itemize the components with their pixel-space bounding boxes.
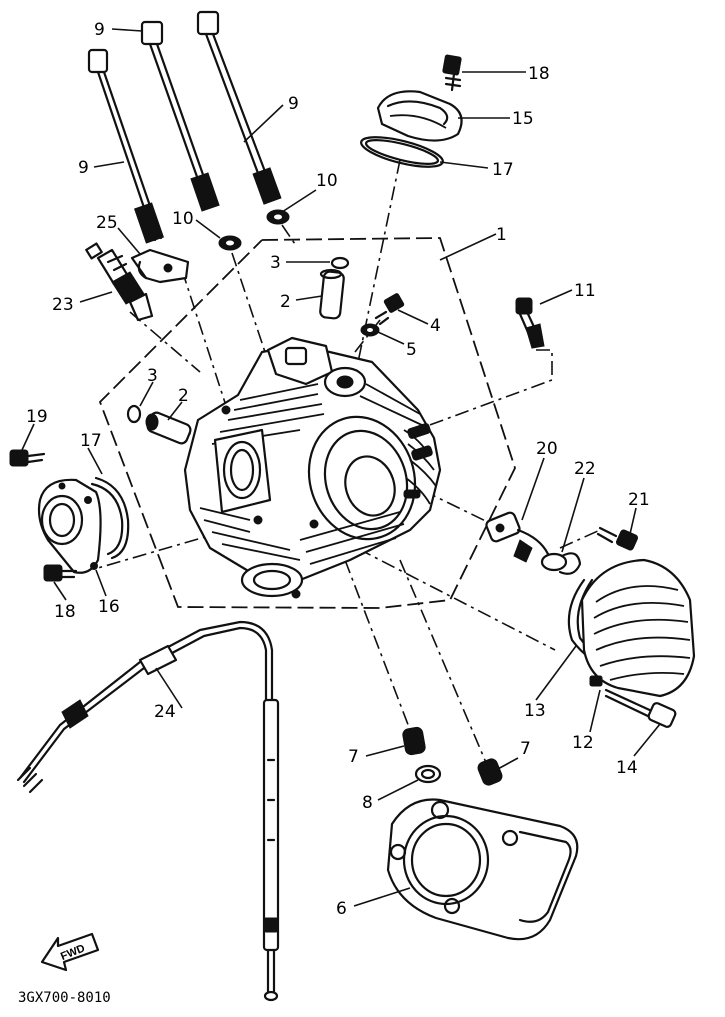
bolt-18-top bbox=[442, 54, 462, 92]
callout-18-top: 18 bbox=[528, 64, 550, 84]
callout-12: 12 bbox=[572, 733, 594, 753]
callout-4: 4 bbox=[430, 316, 441, 336]
callout-19: 19 bbox=[26, 407, 48, 427]
callout-13: 13 bbox=[524, 701, 546, 721]
callout-5: 5 bbox=[406, 340, 417, 360]
callout-2-left: 2 bbox=[178, 386, 189, 406]
fwd-arrow: FWD bbox=[40, 932, 100, 972]
callout-14: 14 bbox=[616, 758, 638, 778]
valve-guide-upper bbox=[319, 268, 345, 320]
callout-7-right: 7 bbox=[520, 739, 531, 759]
bolt-11 bbox=[515, 297, 545, 349]
clip-left bbox=[126, 404, 142, 424]
bolt-19 bbox=[9, 449, 46, 467]
bracket-25 bbox=[130, 248, 190, 284]
head-bolt-right bbox=[196, 10, 282, 205]
callout-18-left: 18 bbox=[54, 602, 76, 622]
bolt-21 bbox=[596, 526, 639, 551]
callout-7-left: 7 bbox=[348, 747, 359, 767]
washer-right bbox=[266, 209, 290, 225]
bolt-4 bbox=[374, 293, 405, 326]
valve-guide-left bbox=[145, 411, 192, 445]
cylinder-head bbox=[183, 336, 442, 599]
callout-9-c: 9 bbox=[78, 158, 89, 178]
spark-plug bbox=[85, 242, 154, 322]
valve-cover-upper bbox=[376, 90, 463, 142]
callout-9-a: 9 bbox=[94, 20, 105, 40]
clip-upper bbox=[330, 256, 350, 270]
callout-11: 11 bbox=[574, 281, 596, 301]
callout-16: 16 bbox=[98, 597, 120, 617]
callout-25: 25 bbox=[96, 213, 118, 233]
callout-3-left: 3 bbox=[147, 366, 158, 386]
bolt-18-left bbox=[43, 564, 78, 582]
cable-24 bbox=[16, 620, 280, 1002]
washer-8 bbox=[414, 764, 442, 784]
washer-left bbox=[218, 235, 242, 251]
head-bolt-middle bbox=[140, 20, 220, 212]
callouts: 9 9 9 18 15 17 10 10 25 1 3 2 23 4 5 11 … bbox=[26, 20, 650, 919]
callout-20: 20 bbox=[536, 439, 558, 459]
callout-10-left: 10 bbox=[172, 209, 194, 229]
part-22 bbox=[540, 552, 582, 575]
callout-1: 1 bbox=[496, 225, 507, 245]
o-ring-17-left bbox=[90, 476, 130, 560]
side-cover-left bbox=[37, 478, 102, 574]
callout-2-upper: 2 bbox=[280, 292, 291, 312]
callout-3-upper: 3 bbox=[270, 253, 281, 273]
callout-9-b: 9 bbox=[288, 94, 299, 114]
dowel-7-left bbox=[402, 726, 426, 756]
dowel-7-right bbox=[477, 758, 503, 786]
head-bolt-left bbox=[87, 48, 165, 244]
callout-17-left: 17 bbox=[80, 431, 102, 451]
callout-6: 6 bbox=[336, 899, 347, 919]
side-cover-12 bbox=[580, 558, 696, 698]
callout-8: 8 bbox=[362, 793, 373, 813]
callout-10-right: 10 bbox=[316, 171, 338, 191]
callout-23: 23 bbox=[52, 295, 74, 315]
assembly-boundary bbox=[98, 237, 516, 609]
leader-lines bbox=[21, 28, 661, 907]
head-gasket bbox=[386, 798, 579, 941]
washer-5 bbox=[360, 323, 380, 337]
callout-21: 21 bbox=[628, 490, 650, 510]
diagram-code: 3GX700-8010 bbox=[18, 990, 111, 1006]
callout-17-top: 17 bbox=[492, 160, 514, 180]
callout-24: 24 bbox=[154, 702, 176, 722]
bolt-14 bbox=[604, 688, 677, 728]
callout-22: 22 bbox=[574, 459, 596, 479]
fitting-20 bbox=[485, 511, 550, 563]
callout-15: 15 bbox=[512, 109, 534, 129]
